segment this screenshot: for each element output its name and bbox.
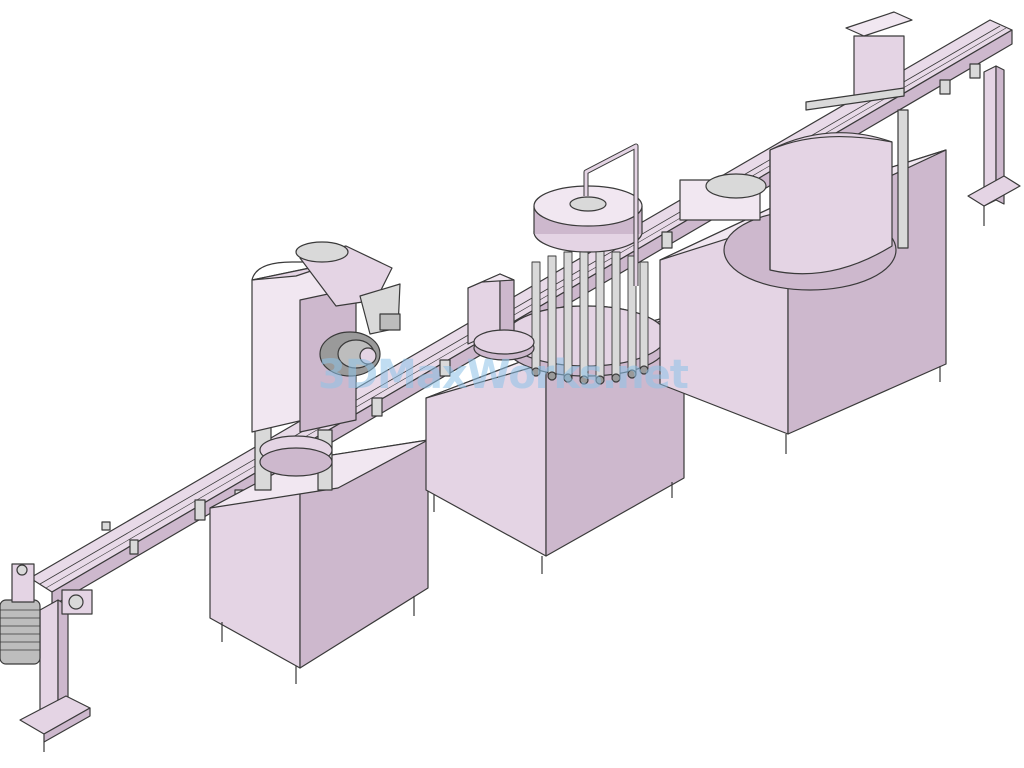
drive-motor: [0, 563, 93, 665]
left-end-support: [19, 599, 91, 752]
capper-head: [251, 241, 401, 491]
filler-carousel: [467, 143, 667, 385]
right-end-support: [967, 65, 1021, 226]
rinser-drum: [679, 11, 913, 291]
